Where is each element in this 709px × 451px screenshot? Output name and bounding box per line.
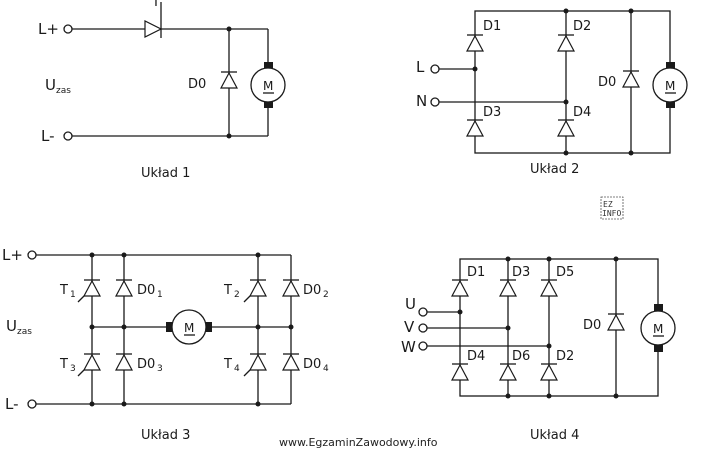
motor-label: M bbox=[263, 79, 273, 93]
terminal-w bbox=[418, 341, 428, 351]
label-t1-sub: 1 bbox=[70, 290, 76, 300]
label-d03-sub: 3 bbox=[157, 364, 163, 374]
label-d02: D0 bbox=[303, 283, 321, 298]
label-t3: T bbox=[59, 357, 68, 372]
label-l: L bbox=[416, 58, 425, 76]
diode-d02 bbox=[282, 279, 300, 297]
label-d04: D0 bbox=[303, 357, 321, 372]
circuit-1: L+ L- U zas T D0 M Układ 1 bbox=[38, 0, 286, 181]
label-v-4: V bbox=[404, 318, 415, 336]
terminal-l-plus-3 bbox=[27, 250, 37, 260]
label-u: U bbox=[45, 76, 56, 94]
diode-d3-4 bbox=[499, 279, 517, 297]
label-d02-sub: 2 bbox=[323, 290, 329, 300]
label-d1-4: D1 bbox=[467, 265, 485, 280]
terminal-l bbox=[430, 64, 440, 74]
circuit-4: U V W D1 D3 D5 D4 D6 D2 D0 bbox=[401, 256, 676, 443]
caption-2: Układ 2 bbox=[530, 162, 579, 177]
thyristor-t1 bbox=[83, 279, 101, 297]
label-d03: D0 bbox=[137, 357, 155, 372]
thyristor-t4 bbox=[249, 353, 267, 371]
label-u-sub-3: zas bbox=[17, 327, 32, 337]
label-d6-4: D6 bbox=[512, 349, 530, 364]
label-u-sub: zas bbox=[56, 86, 71, 96]
motor-label: M bbox=[653, 322, 663, 336]
terminal-l-minus-3 bbox=[27, 399, 37, 409]
caption-4: Układ 4 bbox=[530, 428, 579, 443]
label-d3: D3 bbox=[483, 105, 501, 120]
badge-bottom: INFO bbox=[602, 209, 621, 218]
label-t4: T bbox=[223, 357, 232, 372]
motor-icon bbox=[652, 67, 688, 103]
label-t2: T bbox=[223, 283, 232, 298]
thyristor-t bbox=[144, 20, 163, 38]
label-l-plus: L+ bbox=[38, 20, 59, 38]
circuit-3: L+ L- U zas M T 1 D0 1 T 3 bbox=[2, 246, 329, 443]
label-d5-4: D5 bbox=[556, 265, 574, 280]
circuit-2: L N D1 D2 D3 D4 D0 M Układ 2 bbox=[416, 8, 688, 177]
terminal-l-plus bbox=[63, 24, 73, 34]
motor-label: M bbox=[665, 79, 675, 93]
label-w-4: W bbox=[401, 338, 416, 356]
diode-d3 bbox=[466, 119, 484, 137]
thyristor-t2 bbox=[249, 279, 267, 297]
label-d1: D1 bbox=[483, 19, 501, 34]
label-d3-4: D3 bbox=[512, 265, 530, 280]
caption-3: Układ 3 bbox=[141, 428, 190, 443]
label-d2: D2 bbox=[573, 19, 591, 34]
label-u-3: U bbox=[6, 317, 17, 335]
diode-d1 bbox=[466, 34, 484, 52]
watermark: www.EgzaminZawodowy.info bbox=[279, 436, 438, 449]
diode-d1-4 bbox=[451, 279, 469, 297]
diode-d0-4 bbox=[607, 313, 625, 331]
label-d4-4: D4 bbox=[467, 349, 485, 364]
label-d04-sub: 4 bbox=[323, 364, 329, 374]
terminal-l-minus bbox=[63, 131, 73, 141]
label-n: N bbox=[416, 92, 427, 110]
diode-d0 bbox=[220, 71, 238, 89]
diode-d5-4 bbox=[540, 279, 558, 297]
terminal-v bbox=[418, 323, 428, 333]
diode-d6-4 bbox=[499, 363, 517, 381]
caption-1: Układ 1 bbox=[141, 166, 190, 181]
label-t1: T bbox=[59, 283, 68, 298]
label-d01-sub: 1 bbox=[157, 290, 163, 300]
label-l-minus: L- bbox=[41, 127, 55, 145]
label-d4: D4 bbox=[573, 105, 591, 120]
info-badge: EZ INFO bbox=[600, 196, 624, 220]
label-l-minus-3: L- bbox=[5, 395, 19, 413]
diode-d4-4 bbox=[451, 363, 469, 381]
label-d0-4: D0 bbox=[583, 318, 601, 333]
label-l-plus-3: L+ bbox=[2, 246, 23, 264]
motor-icon bbox=[250, 67, 286, 103]
label-d0-2: D0 bbox=[598, 75, 616, 90]
diode-d01 bbox=[115, 279, 133, 297]
badge-top: EZ bbox=[603, 200, 613, 209]
diode-d2-4 bbox=[540, 363, 558, 381]
label-t: T bbox=[151, 0, 160, 10]
diode-d4 bbox=[557, 119, 575, 137]
label-d2-4: D2 bbox=[556, 349, 574, 364]
diode-d04 bbox=[282, 353, 300, 371]
label-t4-sub: 4 bbox=[234, 364, 240, 374]
terminal-n bbox=[430, 97, 440, 107]
label-t2-sub: 2 bbox=[234, 290, 240, 300]
motor-icon bbox=[640, 310, 676, 346]
terminal-u bbox=[418, 307, 428, 317]
label-d0: D0 bbox=[188, 77, 206, 92]
motor-icon bbox=[171, 309, 207, 345]
diode-d03 bbox=[115, 353, 133, 371]
diode-d2 bbox=[557, 34, 575, 52]
diode-d0-2 bbox=[622, 70, 640, 88]
label-u-4: U bbox=[405, 295, 416, 313]
thyristor-t3 bbox=[83, 353, 101, 371]
label-t3-sub: 3 bbox=[70, 364, 76, 374]
motor-label: M bbox=[184, 321, 194, 335]
label-d01: D0 bbox=[137, 283, 155, 298]
